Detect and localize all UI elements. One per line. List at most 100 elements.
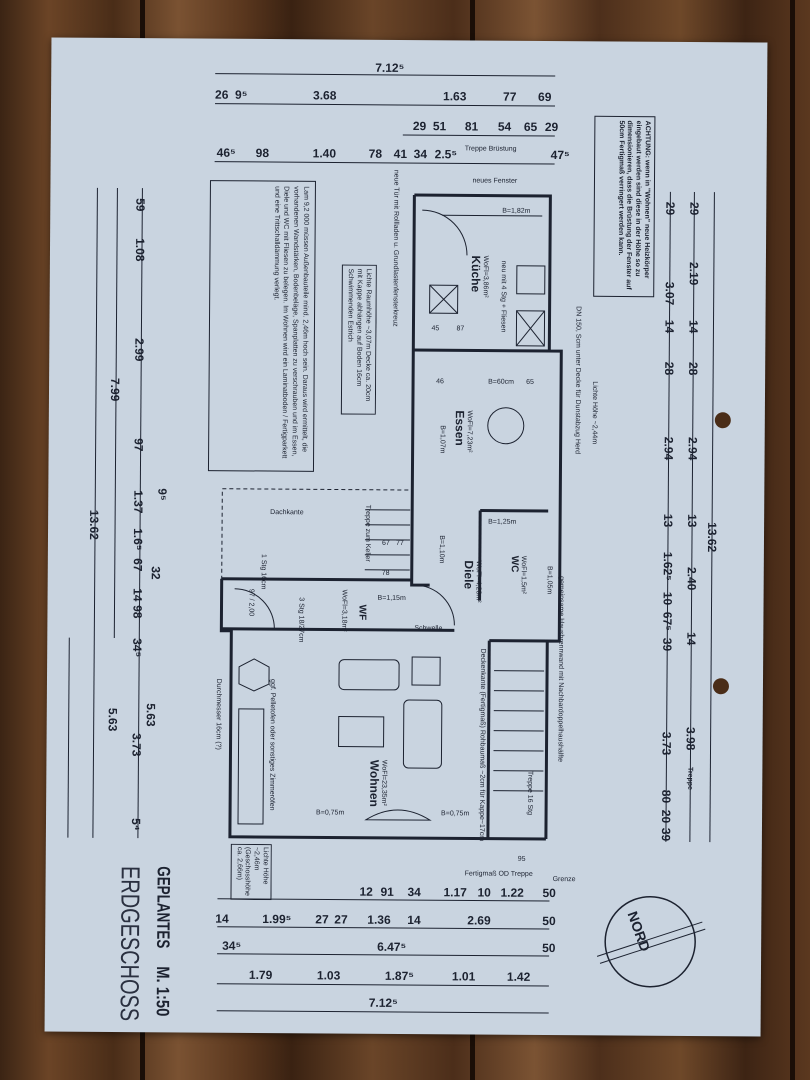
svg-text:98: 98 <box>256 146 270 160</box>
svg-text:WC: WC <box>509 556 520 573</box>
svg-text:87: 87 <box>456 325 464 332</box>
svg-text:77: 77 <box>503 90 517 104</box>
svg-text:B=1,15m: B=1,15m <box>378 595 406 602</box>
walls <box>219 193 563 841</box>
wood-plank-gap <box>790 0 795 1080</box>
label-kuehl: neu mit 4 Stg + Fliesen <box>499 261 507 333</box>
dim-row3: 29 51 81 54 65 29 <box>413 119 559 134</box>
dim-overall-top: 7.12⁵ <box>375 61 404 75</box>
punch-hole <box>712 678 730 695</box>
achtung-note-box <box>593 115 656 298</box>
top-dimension-lines <box>214 73 556 165</box>
svg-text:neues Fenster: neues Fenster <box>472 177 517 184</box>
svg-text:41: 41 <box>394 147 408 161</box>
svg-text:10: 10 <box>477 886 491 900</box>
svg-text:6.47⁵: 6.47⁵ <box>377 940 406 954</box>
left-dimension-lines <box>67 187 143 839</box>
svg-text:98: 98 <box>130 605 144 619</box>
svg-text:50: 50 <box>542 914 556 928</box>
text-block-box <box>207 180 316 472</box>
svg-text:7.12⁵: 7.12⁵ <box>369 996 398 1010</box>
svg-text:67: 67 <box>382 540 390 547</box>
svg-text:WoFl=4,28m²: WoFl=4,28m² <box>475 560 482 603</box>
svg-text:34⁵: 34⁵ <box>130 638 144 657</box>
label-neue-tuer: neue Tür mit Rollladen u. Grundlastenfen… <box>391 170 399 327</box>
svg-text:1.22: 1.22 <box>500 886 524 900</box>
svg-text:1.6⁵: 1.6⁵ <box>131 528 145 550</box>
raumhoehe-note: Lichte Raumhöhe ~3,07m Decke ca. 20cm mi… <box>340 264 377 415</box>
svg-text:81: 81 <box>465 119 479 133</box>
label-door-97: 97 / 2,00 <box>247 589 254 616</box>
svg-text:34: 34 <box>407 885 421 899</box>
svg-text:14: 14 <box>215 912 229 926</box>
label-b110: B=1,10m <box>438 535 445 563</box>
svg-text:50: 50 <box>542 941 556 955</box>
svg-text:27: 27 <box>334 913 348 927</box>
svg-text:80: 80 <box>659 790 673 804</box>
svg-text:1.87⁵: 1.87⁵ <box>385 969 414 983</box>
label-dn150: DN 150, Scm unter Decke für Dunstabzug H… <box>574 306 582 454</box>
svg-text:27: 27 <box>315 912 329 926</box>
floor-plan-sheet: 7.12⁵ 26 9⁵ 3.68 1.63 77 69 29 51 81 54 … <box>44 37 768 1037</box>
room-essen: Essen WoFl=7,23m² <box>453 410 473 453</box>
room-kueche: Küche WoFl=3,86m² <box>469 255 489 298</box>
svg-text:13: 13 <box>661 514 675 528</box>
floor-plan-drawing: 7.12⁵ 26 9⁵ 3.68 1.63 77 69 29 51 81 54 … <box>67 61 719 1021</box>
lichte-hoehe-left-note: Lichte Höhe ~2,46m (Geschosshöhe ca. 2,6… <box>230 843 272 901</box>
svg-text:1.79: 1.79 <box>249 968 273 982</box>
svg-text:2.5⁵: 2.5⁵ <box>435 147 457 161</box>
svg-text:13.62: 13.62 <box>87 510 101 540</box>
title-geplantes: GEPLANTES <box>153 866 174 948</box>
svg-text:29: 29 <box>545 120 559 134</box>
svg-text:39: 39 <box>659 828 673 842</box>
svg-text:2.40: 2.40 <box>685 567 699 591</box>
svg-text:1.63: 1.63 <box>443 89 467 103</box>
svg-text:1.42: 1.42 <box>507 970 531 984</box>
label-durchmesser: Durchmesser 16cm (?) <box>215 679 222 750</box>
svg-text:B=1,25m: B=1,25m <box>488 519 516 526</box>
svg-text:1.40: 1.40 <box>313 146 337 160</box>
svg-text:29: 29 <box>413 119 427 133</box>
svg-text:54: 54 <box>498 120 512 134</box>
label-keller: Treppe zum Keller <box>364 505 371 563</box>
svg-text:3.73: 3.73 <box>129 733 143 757</box>
title-scale: M. 1:50 <box>153 966 173 1016</box>
svg-text:B=60cm: B=60cm <box>488 379 514 386</box>
svg-text:20: 20 <box>659 810 673 824</box>
svg-text:67: 67 <box>131 558 145 572</box>
svg-text:5⁴: 5⁴ <box>129 818 143 831</box>
achtung-note: ACHTUNG: wenn in "Wohnen" neue Heizkörpe… <box>616 120 651 290</box>
label-b105: B=1,05m <box>546 566 553 594</box>
svg-text:2.69: 2.69 <box>467 913 491 927</box>
title-erdgeschoss: ERDGESCHOSS <box>115 866 146 1021</box>
label-b107: B=1,07m <box>439 425 446 453</box>
svg-text:34: 34 <box>414 147 428 161</box>
svg-text:14: 14 <box>686 320 700 334</box>
svg-text:14: 14 <box>131 588 145 602</box>
svg-text:2.99: 2.99 <box>132 338 146 362</box>
svg-text:10: 10 <box>661 592 675 606</box>
svg-text:77: 77 <box>396 540 404 547</box>
bottom-dims: 12 91 34 1.17 10 1.22 50 14 1.99⁵ 27 27 … <box>215 885 556 1010</box>
svg-text:Treppe: Treppe <box>686 767 693 790</box>
room-wc: WC WoFl=1,5m² <box>509 556 527 595</box>
svg-text:Essen: Essen <box>453 410 467 445</box>
label-pelletofen: ggf. Pelletofen oder sonstiges Zimmeröfe… <box>268 679 276 811</box>
svg-text:9⁵: 9⁵ <box>155 488 169 500</box>
svg-text:1.03: 1.03 <box>317 968 341 982</box>
svg-text:1.99⁵: 1.99⁵ <box>262 912 291 926</box>
svg-text:WoFl=23,35m²: WoFl=23,35m² <box>380 760 387 807</box>
left-dims: 59 1.08 2.99 97 1.37 9⁵ 1.6⁵ 67 32 14 98… <box>87 198 169 831</box>
svg-text:45: 45 <box>431 325 439 332</box>
svg-text:28: 28 <box>686 362 700 376</box>
svg-text:65: 65 <box>524 120 538 134</box>
svg-text:B=1,82m: B=1,82m <box>502 208 530 215</box>
room-diele: Diele WoFl=4,28m² <box>462 560 482 603</box>
label-gemeinsame: gemeinsame Hausbrennwand mit Nachbardopp… <box>556 576 564 762</box>
room-wf-area: WoFl=3,18m² <box>340 590 347 633</box>
svg-text:95: 95 <box>518 856 526 863</box>
svg-text:46⁵: 46⁵ <box>217 146 236 160</box>
svg-text:Schwelle: Schwelle <box>414 625 442 632</box>
svg-text:59: 59 <box>133 198 147 212</box>
svg-text:14: 14 <box>662 320 676 334</box>
